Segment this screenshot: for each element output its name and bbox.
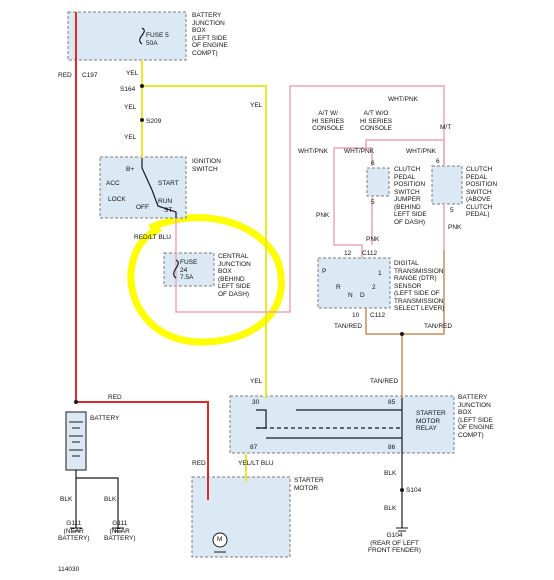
bjb-title: BATTERY JUNCTION BOX (LEFT SIDE OF ENGIN… bbox=[192, 12, 228, 57]
pink-wires bbox=[175, 85, 445, 313]
dtr-2: 2 bbox=[372, 284, 376, 291]
ign-run: RUN bbox=[158, 198, 173, 205]
ground-symbols bbox=[70, 527, 408, 553]
starter-motor-shape bbox=[191, 476, 291, 558]
wire-label-red-top: RED bbox=[58, 72, 72, 79]
dtr-n: N bbox=[348, 292, 353, 299]
bjb-fuse-label: FUSE 5 50A bbox=[146, 32, 169, 47]
dtr-sensor-shape bbox=[317, 257, 391, 309]
motor-m: M bbox=[217, 536, 223, 543]
relay-title: STARTER MOTOR RELAY bbox=[416, 410, 446, 432]
dtr-d: D bbox=[360, 292, 365, 299]
cjb-title: CENTRAL JUNCTION BOX (BEHIND LEFT SIDE O… bbox=[218, 253, 251, 298]
battery-plates bbox=[69, 421, 83, 457]
wire-label-red-lt-blu: RED/LT BLU bbox=[134, 234, 171, 241]
wire-label-pnk-1: PNK bbox=[316, 212, 330, 219]
relay-pin87: 87 bbox=[250, 444, 258, 451]
bjb-right-title: BATTERY JUNCTION BOX (LEFT SIDE OF ENGIN… bbox=[458, 394, 494, 439]
wire-label-wht-pnk-2: WHT/PNK bbox=[344, 148, 374, 155]
wire-label-red-3: RED bbox=[192, 460, 206, 467]
battery-symbol bbox=[65, 411, 87, 471]
option-mt: M/T bbox=[440, 124, 452, 131]
wire-label-yel-1: YEL bbox=[126, 70, 139, 77]
central-junction-box-shape bbox=[163, 252, 215, 287]
splice-s104: S104 bbox=[406, 487, 422, 494]
splice-c112-bottom: C112 bbox=[370, 312, 386, 319]
wire-label-yel-5: YEL bbox=[250, 378, 263, 385]
wire-label-wht-pnk-top: WHT/PNK bbox=[388, 96, 418, 103]
relay-pin85: 85 bbox=[388, 399, 396, 406]
fuse-symbols bbox=[139, 27, 179, 279]
splice-s209: S209 bbox=[146, 118, 162, 125]
starter-relay-shape bbox=[229, 395, 455, 454]
wire-label-wht-pnk-3: WHT/PNK bbox=[406, 148, 436, 155]
wire-label-yel-lt-blu: YEL/LT BLU bbox=[238, 460, 274, 467]
ign-start: START bbox=[158, 180, 179, 187]
wire-label-yel-3: YEL bbox=[124, 134, 137, 141]
clutch-switch-pin6: 6 bbox=[436, 158, 440, 165]
cjb-fuse-label: FUSE 24 7.5A bbox=[180, 259, 198, 281]
wire-label-blk-1: BLK bbox=[60, 496, 73, 503]
red-wires bbox=[75, 12, 209, 500]
yellow-wires bbox=[141, 60, 267, 482]
motor-symbol bbox=[212, 532, 228, 548]
tan-wires bbox=[365, 250, 445, 398]
figure-id: 114030 bbox=[58, 566, 80, 573]
splice-c112-top: C112 bbox=[362, 250, 378, 257]
battery-title: BATTERY bbox=[90, 415, 120, 422]
wire-label-yel-4: YEL bbox=[250, 102, 263, 109]
wire-label-tan-red-3: TAN/RED bbox=[370, 378, 399, 385]
ign-off: OFF bbox=[136, 204, 149, 211]
wire-label-tan-red-2: TAN/RED bbox=[424, 323, 453, 330]
option-at-hi: A/T W/ HI SERIES CONSOLE bbox=[312, 110, 345, 132]
wire-label-yel-2: YEL bbox=[124, 104, 137, 111]
dtr-1: 1 bbox=[378, 270, 382, 277]
jumper-pin5: 5 bbox=[371, 199, 375, 206]
dtr-pin10: 10 bbox=[352, 312, 360, 319]
yellow-highlight-circle bbox=[127, 214, 285, 346]
wire-label-blk-3: BLK bbox=[384, 470, 397, 477]
clutch-jumper-shape bbox=[366, 167, 390, 197]
wire-label-pnk-3: PNK bbox=[448, 224, 462, 231]
splice-dots bbox=[74, 84, 404, 492]
dtr-p: P bbox=[322, 268, 327, 275]
clutch-switch-pin5: 5 bbox=[450, 207, 454, 214]
starter-motor-title: STARTER MOTOR bbox=[294, 477, 324, 492]
splice-s164: S164 bbox=[120, 86, 136, 93]
splice-c197: C197 bbox=[82, 72, 98, 79]
ground-g111-b: G111 (NEAR BATTERY) bbox=[104, 520, 136, 542]
option-at-wo: A/T W/O HI SERIES CONSOLE bbox=[360, 110, 393, 132]
wire-label-tan-red-1: TAN/RED bbox=[334, 323, 363, 330]
wire-label-pnk-2: PNK bbox=[366, 236, 380, 243]
dtr-r: R bbox=[336, 284, 341, 291]
ign-st: ST bbox=[164, 207, 173, 214]
ign-acc: ACC bbox=[106, 180, 120, 187]
ignition-switch-title: IGNITION SWITCH bbox=[192, 158, 221, 173]
ign-b-plus: B+ bbox=[126, 166, 135, 173]
relay-pin86: 86 bbox=[388, 444, 396, 451]
wire-label-blk-2: BLK bbox=[104, 496, 117, 503]
ignition-switch-shape bbox=[99, 156, 187, 219]
dtr-pin12: 12 bbox=[344, 250, 352, 257]
clutch-switch-title: CLUTCH PEDAL POSITION SWITCH (ABOVE CLUT… bbox=[466, 166, 498, 218]
wire-label-blk-4: BLK bbox=[384, 505, 397, 512]
ground-g111-a: G111 (NEAR BATTERY) bbox=[58, 520, 90, 542]
battery-junction-box-shape bbox=[67, 11, 187, 61]
dtr-title: DIGITAL TRANSMISSION RANGE (DTR) SENSOR … bbox=[394, 260, 445, 312]
relay-pin30: 30 bbox=[252, 399, 260, 406]
clutch-jumper-title: CLUTCH PEDAL POSITION SWITCH JUMPER (BEH… bbox=[394, 166, 427, 226]
clutch-switch-shape bbox=[431, 165, 463, 205]
jumper-pin6: 6 bbox=[371, 160, 375, 167]
ign-lock: LOCK bbox=[108, 196, 126, 203]
wire-label-red-2: RED bbox=[108, 394, 122, 401]
ground-g104: G104 (REAR OF LEFT FRONT FENDER) bbox=[368, 532, 421, 554]
wire-label-wht-pnk-1: WHT/PNK bbox=[298, 148, 328, 155]
